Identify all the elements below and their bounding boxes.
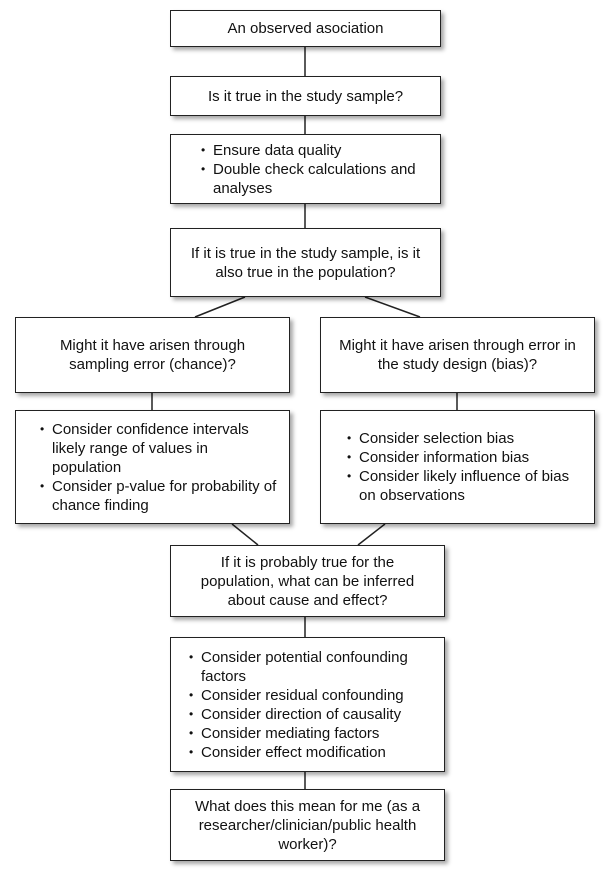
chance-check-item: Consider confidence intervals likely ran… xyxy=(40,420,281,477)
bias-checks-list: Consider selection bias Consider informa… xyxy=(347,429,586,505)
chance-check-item: Consider p-value for probability of chan… xyxy=(40,477,281,515)
bias-check-item: Consider likely influence of bias on obs… xyxy=(347,467,586,505)
link-bias-cause xyxy=(357,523,386,546)
chance-question-box: Might it have arisen through sampling er… xyxy=(15,317,290,393)
link-chance-cause xyxy=(231,523,259,546)
sample-check-item: Double check calculations and analyses xyxy=(201,160,432,198)
confounding-check-item: Consider mediating factors xyxy=(189,724,436,743)
observed-association-text: An observed asociation xyxy=(227,20,384,37)
true-in-sample-text: Is it true in the study sample? xyxy=(207,87,404,105)
confounding-checks-list: Consider potential confounding factors C… xyxy=(189,648,436,762)
observed-association-box: An observed asociation xyxy=(170,10,441,47)
bias-check-item: Consider information bias xyxy=(347,448,586,467)
link-population-chance xyxy=(194,296,246,318)
sample-check-item: Ensure data quality xyxy=(201,141,432,160)
meaning-box: What does this mean for me (as a researc… xyxy=(170,789,445,861)
chance-question-text: Might it have arisen through sampling er… xyxy=(59,337,246,373)
cause-effect-text: If it is probably true for the populatio… xyxy=(200,553,415,609)
bias-question-text: Might it have arisen through error in th… xyxy=(339,337,576,373)
confounding-check-item: Consider direction of causality xyxy=(189,705,436,724)
chance-checks-list: Consider confidence intervals likely ran… xyxy=(40,420,281,515)
sample-checks-list: Ensure data quality Double check calcula… xyxy=(201,141,432,198)
confounding-checks-box: Consider potential confounding factors C… xyxy=(170,637,445,772)
true-in-sample-box: Is it true in the study sample? xyxy=(170,76,441,116)
chance-checks-box: Consider confidence intervals likely ran… xyxy=(15,410,290,524)
bias-question-box: Might it have arisen through error in th… xyxy=(320,317,595,393)
bias-checks-box: Consider selection bias Consider informa… xyxy=(320,410,595,524)
confounding-check-item: Consider residual confounding xyxy=(189,686,436,705)
cause-effect-box: If it is probably true for the populatio… xyxy=(170,545,445,617)
sample-checks-box: Ensure data quality Double check calcula… xyxy=(170,134,441,204)
meaning-text: What does this mean for me (as a researc… xyxy=(194,797,421,853)
bias-check-item: Consider selection bias xyxy=(347,429,586,448)
confounding-check-item: Consider potential confounding factors xyxy=(189,648,436,686)
confounding-check-item: Consider effect modification xyxy=(189,743,436,762)
true-in-population-box: If it is true in the study sample, is it… xyxy=(170,228,441,297)
link-population-bias xyxy=(364,296,421,318)
true-in-population-text: If it is true in the study sample, is it… xyxy=(190,244,421,281)
